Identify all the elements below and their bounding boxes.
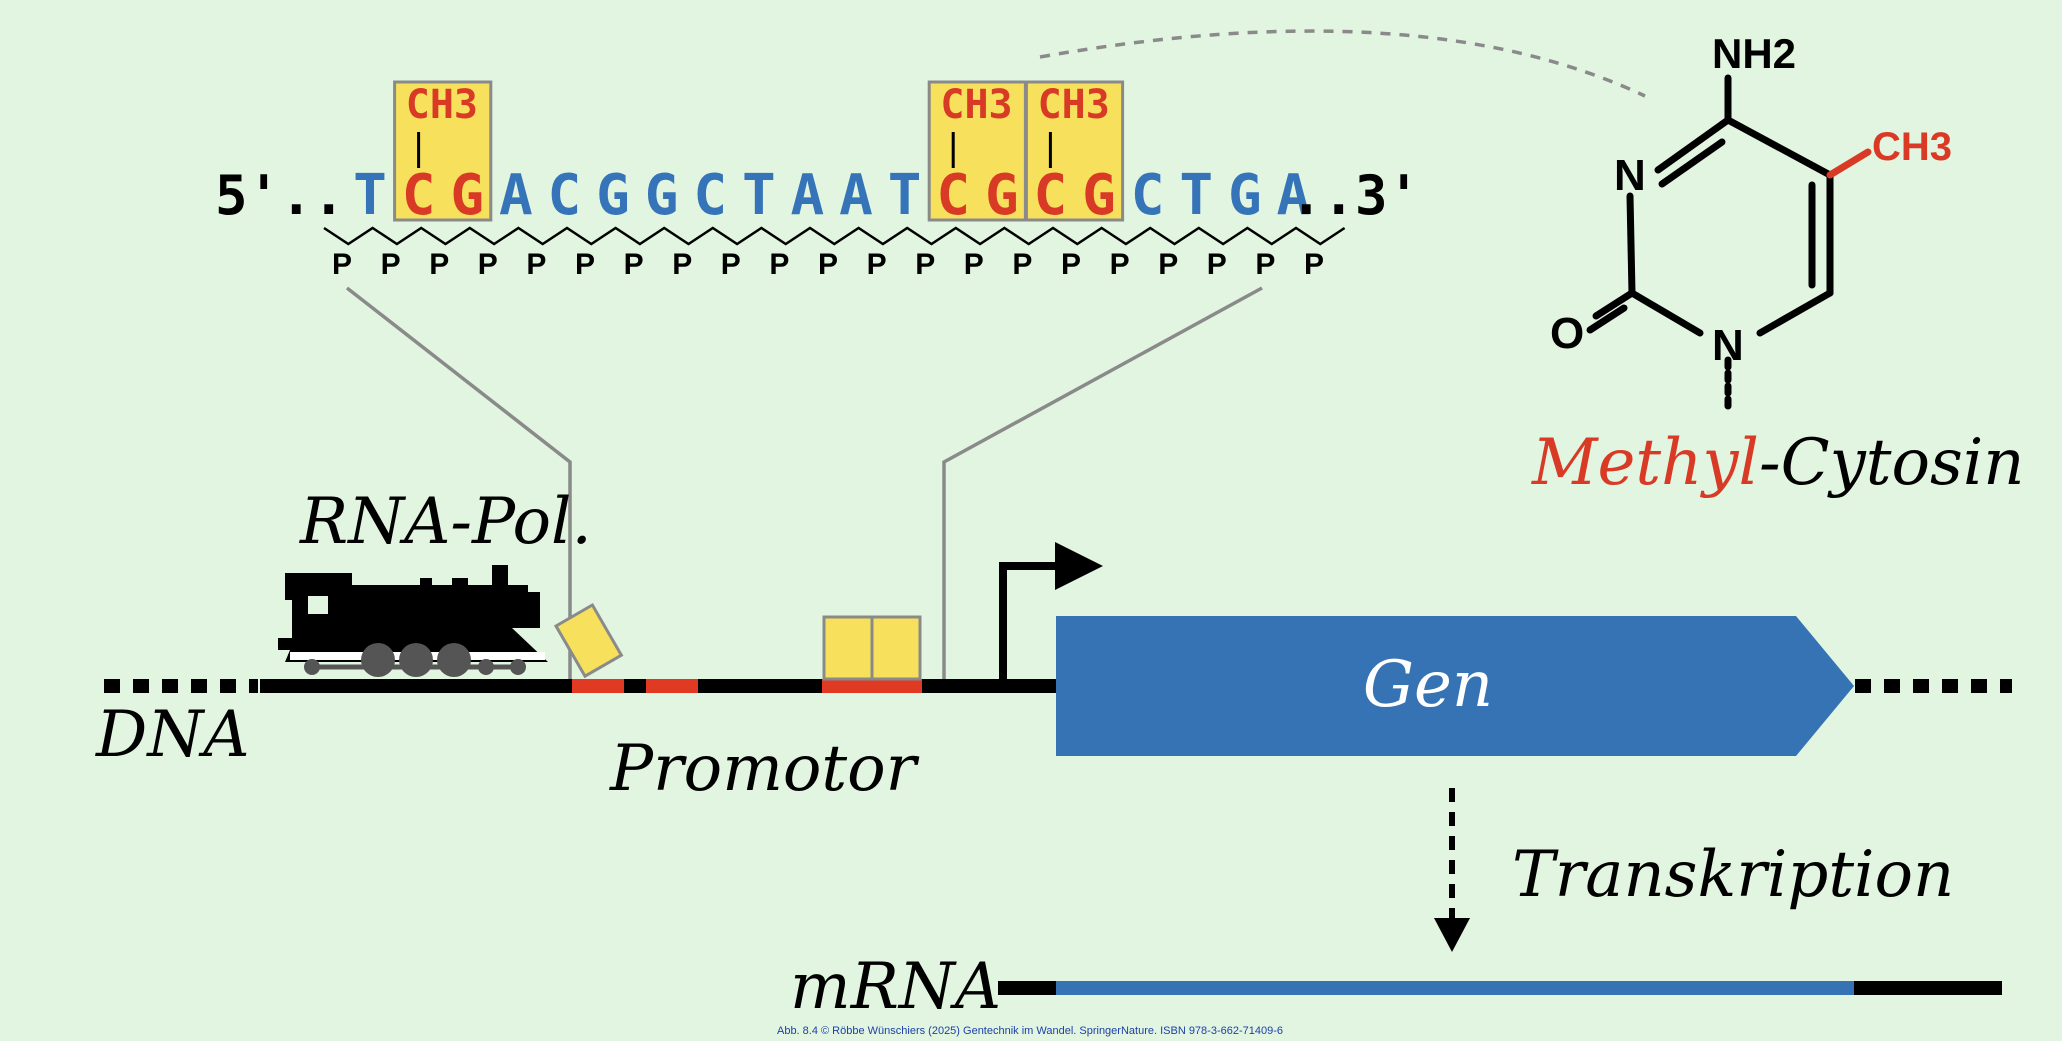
three-prime-label: ..3': [1290, 164, 1420, 227]
gene-label: Gen: [1363, 648, 1493, 722]
five-prime-label: 5'..: [215, 164, 345, 227]
rna-pol-label: RNA-Pol.: [299, 485, 592, 559]
base-letter: C: [1034, 163, 1068, 228]
methyl-box: [1024, 80, 1125, 222]
phosphate-label: P: [1012, 248, 1032, 281]
base-letter: A: [1277, 163, 1311, 228]
phosphate-label: P: [1061, 248, 1081, 281]
phosphate-label: P: [332, 248, 352, 281]
cpg-site-2: [646, 679, 698, 693]
base-letter: A: [839, 163, 873, 228]
phosphate-label: P: [1110, 248, 1130, 281]
base-letter: C: [1131, 163, 1165, 228]
transcription-arrowhead: [1434, 918, 1470, 952]
phosphate-label: P: [672, 248, 692, 281]
phosphate-label: P: [721, 248, 741, 281]
base-letter: T: [742, 163, 776, 228]
gene-box: [1056, 616, 1854, 756]
zoom-line-right: [942, 286, 1263, 680]
phosphate-label: P: [624, 248, 644, 281]
base-letter: G: [1082, 163, 1116, 228]
phosphate-label: P: [429, 248, 449, 281]
amino-group-label: NH2: [1712, 30, 1796, 77]
carbonyl-oxygen-label: O: [1550, 309, 1584, 358]
mrna-label: mRNA: [790, 950, 1001, 1024]
phosphate-label: P: [1207, 248, 1227, 281]
base-letter: A: [791, 163, 825, 228]
phosphate-label: P: [769, 248, 789, 281]
phosphate-label: P: [964, 248, 984, 281]
methyl-group-label: CH3: [940, 82, 1012, 128]
methyl-box: [393, 80, 493, 222]
ring-nitrogen-label-1: N: [1614, 151, 1646, 200]
phosphate-label: P: [478, 248, 498, 281]
methyl-marker-1: [822, 615, 874, 681]
phosphate-label: P: [1158, 248, 1178, 281]
base-letter: C: [402, 163, 436, 228]
transcription-label: Transkription: [1512, 838, 1954, 912]
phosphate-label: P: [1255, 248, 1275, 281]
base-letter: C: [548, 163, 582, 228]
phosphate-label: P: [818, 248, 838, 281]
base-letter: G: [596, 163, 630, 228]
methyl-group-label: CH3: [1038, 82, 1110, 128]
promotor-label: Promotor: [609, 732, 920, 806]
sugar-phosphate-backbone: [323, 226, 1346, 246]
locomotive-icon: [278, 565, 548, 677]
base-letter: C: [693, 163, 727, 228]
methyl-box-group: CH3 CH3 CH3: [393, 80, 1125, 222]
cpg-site-1: [572, 679, 624, 693]
figure-credit: Abb. 8.4 © Röbbe Wünschiers (2025) Gente…: [777, 1025, 1283, 1037]
base-letter: G: [985, 163, 1019, 228]
methyl-group-label: CH3: [1872, 125, 1952, 169]
phosphate-label: P: [867, 248, 887, 281]
methyl-marker-2: [870, 615, 922, 681]
base-letter: G: [450, 163, 484, 228]
methyl-marker-tilted: [553, 602, 624, 679]
methyl-box: [927, 80, 1027, 222]
connector-to-structure: [1039, 29, 1646, 98]
base-letter: T: [888, 163, 922, 228]
phosphate-label: P: [575, 248, 595, 281]
methyl-group-label: CH3: [406, 82, 478, 128]
cpg-site-3: [822, 679, 922, 693]
transcription-start-arrow-icon: [999, 562, 1060, 686]
phosphate-label: P: [381, 248, 401, 281]
transcription-start-arrowhead: [1055, 542, 1103, 590]
base-letter: T: [353, 163, 387, 228]
dna-label: DNA: [95, 698, 250, 772]
base-letter: T: [1179, 163, 1213, 228]
phosphate-label: P: [526, 248, 546, 281]
phosphate-label: P: [915, 248, 935, 281]
base-letter: G: [645, 163, 679, 228]
base-letter: A: [499, 163, 533, 228]
zoom-line-left: [345, 286, 572, 680]
methyl-cytosine-structure: [1586, 74, 1872, 412]
ring-nitrogen-label-2: N: [1712, 321, 1744, 370]
base-letter: G: [1228, 163, 1262, 228]
phosphate-label: P: [1304, 248, 1324, 281]
base-letter: C: [936, 163, 970, 228]
methyl-cytosin-caption: Methyl-Cytosin: [1531, 426, 2025, 500]
